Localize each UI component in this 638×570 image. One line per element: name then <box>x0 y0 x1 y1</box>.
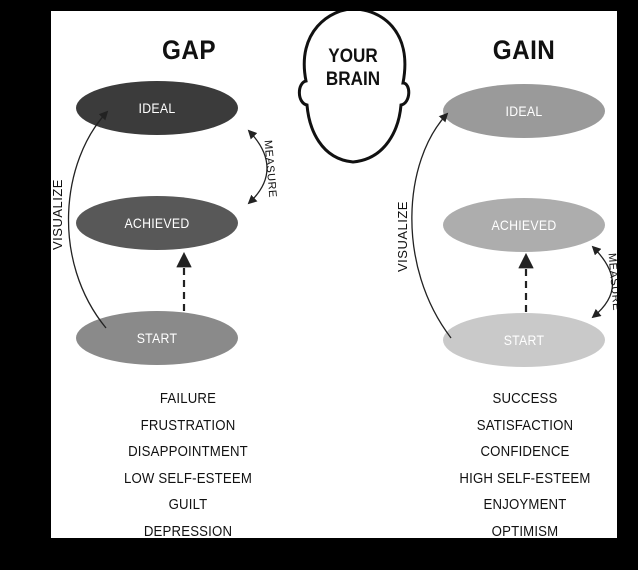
gap-outcome-item: LOW SELF-ESTEEM <box>123 469 253 487</box>
gap-ideal-label: IDEAL <box>138 100 176 116</box>
gain-ideal-label: IDEAL <box>505 103 543 119</box>
gap-visualize-label: VISUALIZE <box>51 179 65 250</box>
gain-title: GAIN <box>492 35 556 65</box>
gap-achieved-label: ACHIEVED <box>124 215 190 231</box>
gain-outcome-item: ENJOYMENT <box>483 496 567 514</box>
gain-achieved-node <box>443 198 605 252</box>
gap-outcome-item: FAILURE <box>159 390 217 407</box>
gap-outcome-item: FRUSTRATION <box>140 416 236 434</box>
gap-title: GAP <box>161 35 216 65</box>
gap-start-label: START <box>136 330 178 346</box>
gain-outcome-item: OPTIMISM <box>491 522 559 538</box>
gain-achieved-label: ACHIEVED <box>491 217 557 233</box>
gap-start-node <box>76 311 238 365</box>
diagram-graphics <box>67 11 614 367</box>
gap-outcome-item: DISAPPOINTMENT <box>128 443 248 461</box>
gain-outcome-item: HIGH SELF-ESTEEM <box>459 469 591 487</box>
gain-measure-arrow <box>591 245 614 319</box>
gain-visualize-label: VISUALIZE <box>394 201 410 272</box>
gap-measure-arrow <box>247 129 268 205</box>
brain-line-1: YOUR <box>328 46 378 67</box>
your-brain-label: YOUR BRAIN <box>318 45 388 91</box>
gap-achieved-node <box>76 196 238 250</box>
gain-outcome-item: SATISFACTION <box>476 416 574 434</box>
gain-ideal-node <box>443 84 605 138</box>
gain-start-node <box>443 313 605 367</box>
gain-visualize-arrow <box>411 112 452 339</box>
gap-visualize-arrow <box>67 110 109 329</box>
gain-outcome-item: CONFIDENCE <box>480 443 570 461</box>
gap-outcome-item: DEPRESSION <box>143 522 233 538</box>
gain-outcome-item: SUCCESS <box>492 390 558 407</box>
gain-start-label: START <box>503 332 545 348</box>
head-icon <box>297 11 411 164</box>
gap-outcome-item: GUILT <box>168 496 208 514</box>
gap-outcomes-list: FAILURE FRUSTRATION DISAPPOINTMENT LOW SELF… <box>88 386 288 538</box>
gain-outcomes-list: SUCCESS SATISFACTION CONFIDENCE HIGH SELF-E… <box>425 386 617 538</box>
brain-line-2: BRAIN <box>325 69 381 90</box>
gap-ideal-node <box>76 81 238 135</box>
diagram-canvas: YOUR BRAIN GAP GAIN IDEAL ACHIEVED START… <box>51 11 617 538</box>
